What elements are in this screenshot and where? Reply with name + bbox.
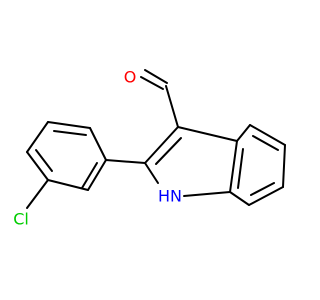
molecule-structure: O HN Cl <box>13 68 286 229</box>
bond-c6p-c1p <box>89 127 107 161</box>
bond-c3-c2-inner <box>155 137 182 165</box>
nitrogen-atom-label: HN <box>158 187 182 206</box>
bond-c5-c6 <box>282 144 286 188</box>
bond-c7-c7a <box>229 191 250 206</box>
bond-c3a-c7a <box>229 140 238 193</box>
bond-c3a-c7a-inner <box>237 148 244 189</box>
bond-c5p-c6p <box>47 121 91 129</box>
chlorine-atom-label: Cl <box>13 210 29 229</box>
bond-c6-c7 <box>248 186 284 206</box>
bond-c2p-c3p <box>47 179 89 191</box>
bond-c2-n1 <box>144 162 159 184</box>
bond-c3-c2-outer <box>144 126 179 164</box>
oxygen-atom-label: O <box>124 68 137 87</box>
bond-c3-c3a <box>177 126 238 142</box>
bond-c6-c7-inner <box>250 182 275 196</box>
bond-c5p-c6p-inner <box>53 130 87 136</box>
bond-c3a-c4 <box>236 124 251 142</box>
bond-cho-c3 <box>165 85 179 128</box>
bond-c1p-c2p-inner <box>81 162 98 189</box>
bond-c4-c5-inner <box>252 135 279 151</box>
bond-c4p-c5p <box>26 121 49 153</box>
bond-c3p-c4p <box>26 151 49 181</box>
bond-c1p-c2p <box>87 159 107 191</box>
bond-co-double-1 <box>140 76 164 90</box>
bond-c3p-cl <box>26 179 49 209</box>
bond-co-double-2 <box>144 69 168 84</box>
bond-c2-c1p <box>105 159 146 164</box>
bond-c4-c5 <box>249 124 286 146</box>
bond-c3p-c4p-inner <box>35 149 53 172</box>
bond-n1-c7a <box>183 191 231 197</box>
